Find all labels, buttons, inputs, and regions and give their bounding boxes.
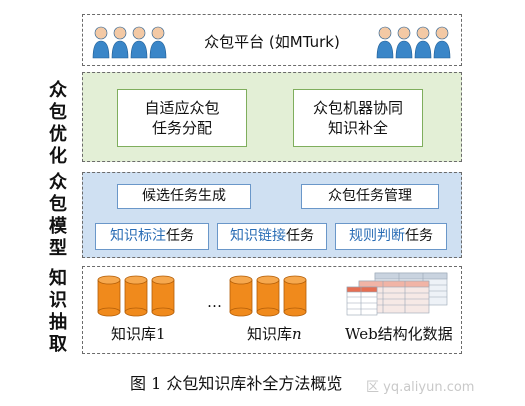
- watermark: 区 yq.aliyun.com: [366, 380, 475, 395]
- database-icon: [97, 275, 175, 317]
- platform-title: 众包平台 (如MTurk): [204, 33, 340, 51]
- box-line: 自适应众包: [144, 99, 220, 117]
- candidate-task-generation-box: 候选任务生成: [117, 184, 251, 209]
- knowledge-base-1-label: 知识库1: [111, 325, 166, 343]
- task-name: 知识链接: [230, 228, 286, 244]
- rule-judgment-task-box: 规则判断任务: [335, 223, 447, 250]
- kb-variable: n: [292, 325, 302, 343]
- side-label-char: 众 包 优 化: [49, 80, 67, 167]
- knowledge-base-n-label: 知识库n: [247, 323, 302, 344]
- human-machine-completion-box: 众包机器协同 知识补全: [293, 89, 423, 147]
- task-suffix: 任务: [166, 228, 194, 244]
- model-layer: 候选任务生成 众包任务管理 知识标注任务 知识链接任务 规则判断任务: [82, 172, 462, 258]
- task-suffix: 任务: [286, 228, 314, 244]
- knowledge-annotation-task-box: 知识标注任务: [95, 223, 209, 250]
- task-name: 规则判断: [349, 228, 405, 244]
- task-name: 知识标注: [110, 228, 166, 244]
- task-management-box: 众包任务管理: [301, 184, 439, 209]
- side-label-char: 众 包 模 型: [49, 172, 67, 259]
- box-line: 知识补全: [327, 119, 388, 137]
- knowledge-linking-task-box: 知识链接任务: [217, 223, 327, 250]
- box-line: 任务分配: [151, 119, 212, 137]
- workers-left-icon: [92, 26, 167, 59]
- figure-caption: 图 1 众包知识库补全方法概览: [130, 374, 343, 393]
- adaptive-task-assignment-box: 自适应众包 任务分配: [117, 89, 247, 147]
- database-icon: [229, 275, 307, 317]
- side-label-char: 知 识 抽 取: [49, 268, 67, 355]
- box-line: 众包机器协同: [312, 99, 403, 117]
- task-suffix: 任务: [405, 228, 433, 244]
- knowledge-extraction-label: 知 识 抽 取: [44, 268, 72, 356]
- kb-prefix: 知识库: [247, 325, 293, 343]
- workers-right-icon: [376, 26, 451, 59]
- crowdsourcing-model-label: 众 包 模 型: [44, 172, 72, 260]
- crowdsourcing-optimization-label: 众 包 优 化: [44, 80, 72, 168]
- ellipsis: …: [207, 293, 222, 311]
- optimization-layer: 自适应众包 任务分配 众包机器协同 知识补全: [82, 72, 462, 162]
- extraction-layer: 知识库1 … 知识库n: [82, 266, 462, 354]
- web-table-icon: [346, 272, 448, 316]
- web-structured-data-label: Web结构化数据: [345, 325, 453, 343]
- platform-layer: 众包平台 (如MTurk): [82, 14, 462, 66]
